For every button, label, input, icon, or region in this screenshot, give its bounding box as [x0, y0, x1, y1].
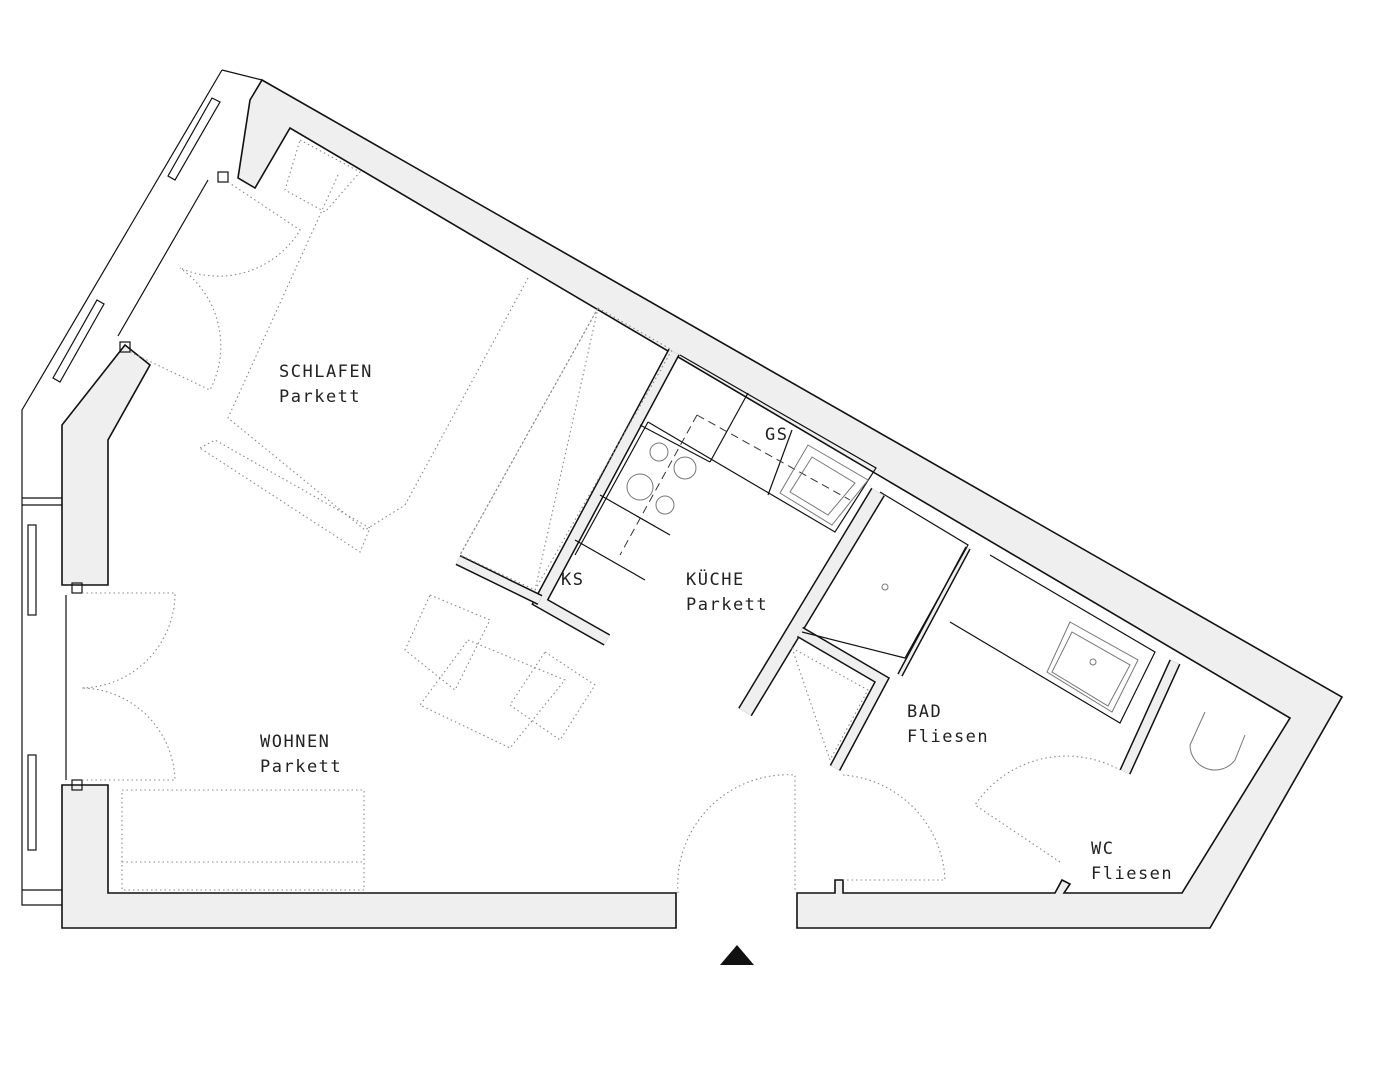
room-name: WOHNEN [260, 732, 331, 752]
exterior-wall-south-west [61, 784, 677, 929]
hob-burner [673, 456, 697, 480]
room-label-bad: BAD Fliesen [907, 700, 989, 750]
chair [404, 594, 491, 691]
room-label-wc: WC Fliesen [1091, 837, 1173, 887]
room-floor: Fliesen [1091, 864, 1174, 884]
window-west-1 [27, 524, 37, 616]
shower-tray [791, 647, 869, 762]
room-label-kueche: KÜCHE Parkett [686, 568, 768, 618]
room-name: SCHLAFEN [279, 362, 373, 382]
exterior-wall-west [61, 343, 152, 586]
window-nw-2 [52, 299, 105, 383]
exterior-wall-north-east [237, 78, 1344, 929]
fixture-label-ks: KS [561, 570, 585, 590]
interior-walls [455, 348, 1181, 775]
room-label-wohnen: WOHNEN Parkett [260, 730, 342, 780]
triangle-up-icon [720, 945, 754, 965]
bathroom-fixtures [791, 491, 1246, 771]
furniture [121, 139, 673, 891]
hob-burner [626, 473, 654, 501]
fixture-label-gs: GS [765, 425, 789, 445]
window-west-2 [27, 754, 37, 851]
hob-burner [649, 442, 669, 462]
facade-outline [221, 69, 263, 81]
kitchen-sink [779, 444, 869, 526]
room-floor: Parkett [686, 595, 769, 615]
kitchen-counter [574, 354, 877, 581]
chair [509, 651, 596, 741]
sofa [121, 789, 365, 891]
balcony-door-glass [117, 179, 209, 337]
facade-outline [21, 69, 223, 906]
hob-burner [655, 495, 675, 515]
room-name: BAD [907, 702, 943, 722]
wardrobe [284, 139, 361, 213]
room-floor: Parkett [260, 757, 343, 777]
room-name: WC [1091, 839, 1115, 859]
room-floor: Parkett [279, 387, 362, 407]
door-swing-terrace [81, 592, 176, 689]
washbasin [1046, 621, 1139, 713]
window-nw-1 [167, 97, 221, 181]
bed-bench [198, 439, 371, 553]
room-name: KÜCHE [686, 570, 745, 590]
room-label-schlafen: SCHLAFEN Parkett [279, 360, 373, 410]
room-floor: Fliesen [907, 727, 990, 747]
door-swing-balcony [179, 181, 301, 277]
door-swing-entrance [677, 774, 796, 894]
toilet [1189, 711, 1246, 771]
dining-table [419, 639, 566, 749]
door-swing-bad [842, 774, 946, 881]
